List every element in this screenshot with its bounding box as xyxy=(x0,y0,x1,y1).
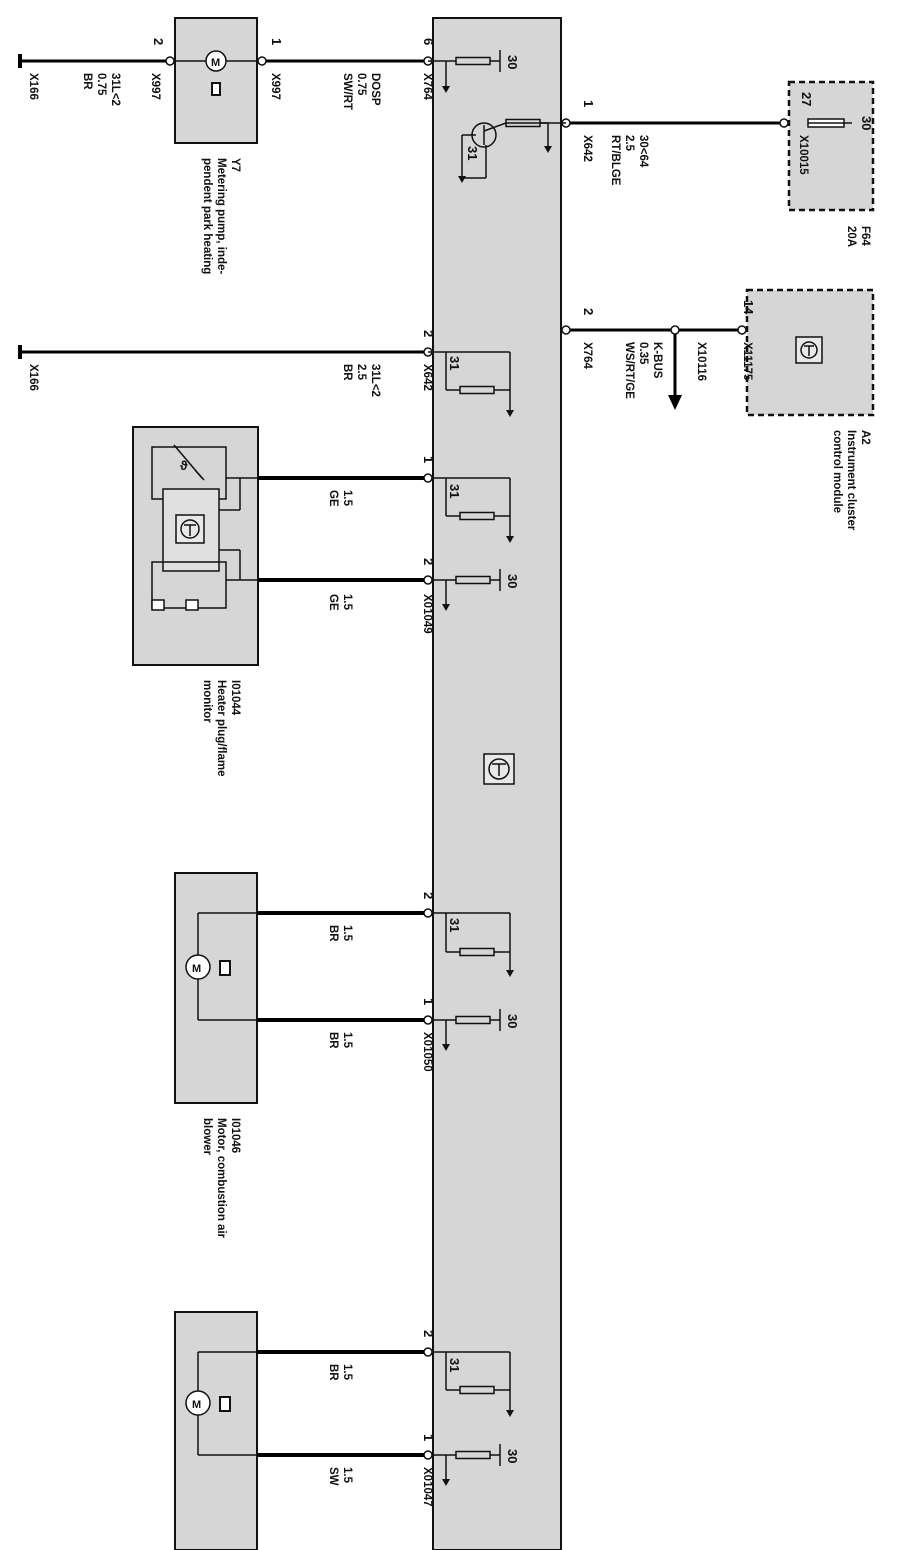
kbus-size: 0.35 xyxy=(637,342,649,365)
dosing-connector: X764 xyxy=(421,73,433,100)
monitor-name-line1: Heater plug/flame xyxy=(215,680,227,777)
pumpmotor-connector: X01047 xyxy=(421,1467,433,1507)
theta-symbol: ϑ xyxy=(180,458,188,473)
monitor-name-line2: monitor xyxy=(201,680,213,723)
pump-designation: Y7 xyxy=(229,158,241,172)
monitor-terminal-b: 30 xyxy=(505,574,520,588)
pump-connector-right: X997 xyxy=(269,73,281,100)
transistor-icon xyxy=(458,122,507,183)
blower-motor-icon: M xyxy=(185,912,257,1021)
ground2-connector: X642 xyxy=(421,364,433,391)
kbus-color: WS/RT/GE xyxy=(623,342,635,399)
ground1-wire-size: 0.75 xyxy=(95,73,107,96)
blower-motor-letter: M xyxy=(192,963,201,975)
fuse-box xyxy=(787,80,875,212)
pump-pin-right: 1 xyxy=(269,38,284,45)
ground1-wire-code: 31L<2 xyxy=(109,73,121,106)
pumpmotor-size-b: 1.5 xyxy=(341,1467,353,1484)
pumpmotor-terminal-a: 31 xyxy=(447,1358,462,1372)
pumpmotor-terminal-b: 30 xyxy=(505,1449,520,1463)
kbus-connector: X764 xyxy=(581,342,593,369)
cluster-connector: X11175 xyxy=(741,342,753,381)
blower-name-line2: blower xyxy=(201,1118,213,1156)
blower-terminal-a: 31 xyxy=(447,918,462,932)
transistor-label: 31 xyxy=(465,146,480,160)
blower-motor-box xyxy=(174,872,258,1104)
fuse-terminal: 30 xyxy=(859,116,874,130)
ground2-size: 2.5 xyxy=(355,364,367,381)
dosing-color: SW/RT xyxy=(341,73,353,110)
monitor-size-b: 1.5 xyxy=(341,594,353,611)
cluster-designation: A2 xyxy=(859,430,871,445)
blower-terminal-b: 30 xyxy=(505,1014,520,1028)
dosing-pin: 6 xyxy=(421,38,436,45)
ground1-wire-color: BR xyxy=(81,73,93,90)
monitor-size-a: 1.5 xyxy=(341,490,353,507)
kbus-splice-label: X10116 xyxy=(695,342,707,381)
fuse-designation: F64 xyxy=(859,226,871,246)
pump-connector-left: X997 xyxy=(149,73,161,100)
plug-monitor-ecu-icon xyxy=(175,514,205,544)
cluster-pin: 14 xyxy=(741,300,756,315)
blower-name-line1: Motor, combustion air xyxy=(215,1118,227,1239)
blower-size-a: 1.5 xyxy=(341,925,353,942)
kbus-splice xyxy=(670,325,680,335)
power-connector: X642 xyxy=(581,135,593,162)
metering-pump-box xyxy=(174,17,258,144)
blower-color-b: BR xyxy=(327,1032,339,1049)
metering-pump-motor-icon: M xyxy=(205,50,227,96)
monitor-connector: X01049 xyxy=(421,594,433,634)
blower-size-b: 1.5 xyxy=(341,1032,353,1049)
fuse-pin: 27 xyxy=(799,92,814,106)
pump-name-line2: pendent park heating xyxy=(201,158,213,274)
pumpmotor-pin-b: 1 xyxy=(421,1434,436,1441)
monitor-color-b: GE xyxy=(327,594,339,611)
fuse-rating: 20A xyxy=(845,226,857,247)
ground-connector-1: X166 xyxy=(27,73,39,100)
kbus-signal: K-BUS xyxy=(651,342,663,379)
blower-designation: I01046 xyxy=(229,1118,241,1153)
pump-motor-icon: M xyxy=(185,1351,257,1456)
ground-connector-2: X166 xyxy=(27,364,39,391)
pump-name-line1: Metering pump, inde- xyxy=(215,158,227,274)
monitor-color-a: GE xyxy=(327,490,339,507)
pumpmotor-size-a: 1.5 xyxy=(341,1364,353,1381)
kbus-pin: 2 xyxy=(581,308,596,315)
pump-pin-left: 2 xyxy=(151,38,166,45)
svg-text:M: M xyxy=(211,57,220,69)
monitor-designation: I01044 xyxy=(229,680,241,716)
dosing-signal: DOSP xyxy=(369,73,381,106)
pump-motor-box xyxy=(174,1311,258,1550)
blower-color-a: BR xyxy=(327,925,339,942)
blower-pin-b: 1 xyxy=(421,998,436,1005)
monitor-terminal-a: 31 xyxy=(447,484,462,498)
monitor-pin-a: 1 xyxy=(421,456,436,463)
pumpmotor-pin-a: 2 xyxy=(421,1330,436,1337)
fuse-connector: X10015 xyxy=(797,135,809,175)
power-pin: 1 xyxy=(581,100,596,107)
pumpmotor-color-a: BR xyxy=(327,1364,339,1381)
cluster-name-line1: Instrument cluster xyxy=(845,430,857,531)
cluster-ecu-icon xyxy=(795,336,823,364)
pump-motor-letter: M xyxy=(192,1399,201,1411)
ground2-pin: 2 xyxy=(421,330,436,337)
monitor-pin-b: 2 xyxy=(421,558,436,565)
pumpmotor-color-b: SW xyxy=(327,1467,339,1486)
dosing-terminal-label: 30 xyxy=(505,55,520,69)
blower-connector: X01050 xyxy=(421,1032,433,1072)
ground2-terminal: 31 xyxy=(447,356,462,370)
ground2-wire-code: 31L<2 xyxy=(369,364,381,397)
power-signal: 30<64 xyxy=(637,135,649,168)
blower-pin-a: 2 xyxy=(421,892,436,899)
dosing-size: 0.75 xyxy=(355,73,367,96)
power-color: RT/BLGE xyxy=(609,135,621,186)
cluster-name-line2: control module xyxy=(831,430,843,513)
ground2-color: BR xyxy=(341,364,353,381)
ecu-icon xyxy=(483,753,515,785)
power-size: 2.5 xyxy=(623,135,635,152)
